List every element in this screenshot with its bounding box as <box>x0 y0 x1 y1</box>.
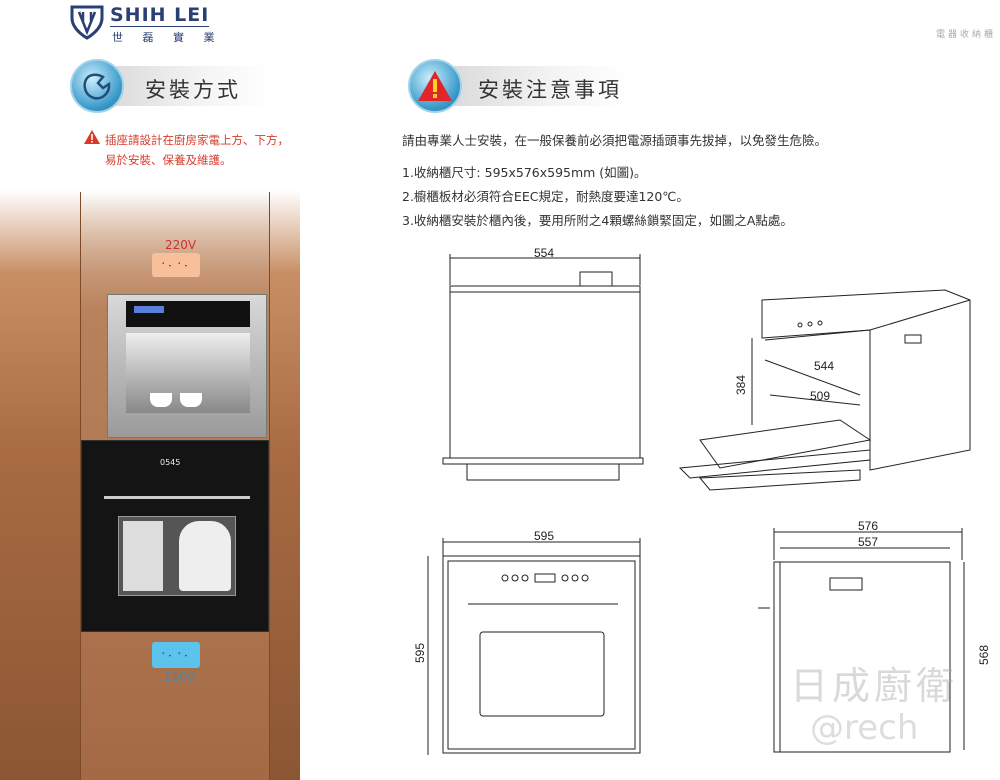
watermark-handle: @rech <box>810 708 919 748</box>
shield-logo-icon <box>70 5 104 40</box>
watermark-text: 日成廚衛 <box>790 664 959 708</box>
socket-220-label: 220V <box>165 238 197 252</box>
brand-name-zh: 世 磊 實 業 <box>112 31 223 44</box>
wrench-icon <box>70 59 124 113</box>
dim-front-width: 595 <box>534 529 554 543</box>
dim-iso-height: 384 <box>734 375 748 395</box>
dim-front-height: 595 <box>413 643 427 663</box>
dim-iso-depth: 544 <box>814 359 834 373</box>
iso-view-drawing <box>678 289 971 491</box>
front-view-drawing <box>427 538 641 755</box>
socket-110-label: 110V <box>164 670 196 684</box>
warning-icon <box>84 130 100 144</box>
dimension-drawings: 554 384 544 509 595 595 576 557 568 <box>413 246 991 755</box>
precautions-band <box>440 66 630 106</box>
dim-side-inner: 557 <box>858 535 878 549</box>
socket-220: ⠂⠄ ⠂⠄ <box>152 253 200 277</box>
warning-circle-icon <box>408 59 462 113</box>
dim-iso-inner: 509 <box>810 389 830 403</box>
install-method-title: 安裝方式 <box>145 78 241 102</box>
precaution-item: 1.收納櫃尺寸: 595x576x595mm (如圖)。 <box>402 165 647 180</box>
install-note: 插座請設計在廚房家電上方、下方，易於安裝、保養及維護。 <box>105 133 289 167</box>
dim-side-depth: 576 <box>858 519 878 533</box>
brand-name: SHIH LEI <box>110 4 210 27</box>
install-method-band <box>100 66 270 106</box>
dim-side-height: 568 <box>977 645 991 665</box>
dim-top-width: 554 <box>534 246 554 260</box>
precaution-item: 2.櫥櫃板材必須符合EEC規定，耐熱度要達120℃。 <box>402 189 689 204</box>
socket-110: ⠂⠄ ⠂⠄ <box>152 642 200 668</box>
corner-label: 電器收納櫃 <box>935 30 996 40</box>
precaution-item: 3.收納櫃安裝於櫃內後，要用所附之4顆螺絲鎖緊固定，如圖之A點處。 <box>402 213 793 228</box>
side-view-drawing <box>758 528 965 753</box>
built-in-oven: 0545 <box>81 440 269 632</box>
top-view-drawing <box>442 254 644 481</box>
precautions-title: 安裝注意事項 <box>478 78 622 102</box>
precautions-intro: 請由專業人士安裝，在一般保養前必須把電源插頭事先拔掉，以免發生危險。 <box>402 133 828 148</box>
coffee-machine <box>107 294 267 438</box>
